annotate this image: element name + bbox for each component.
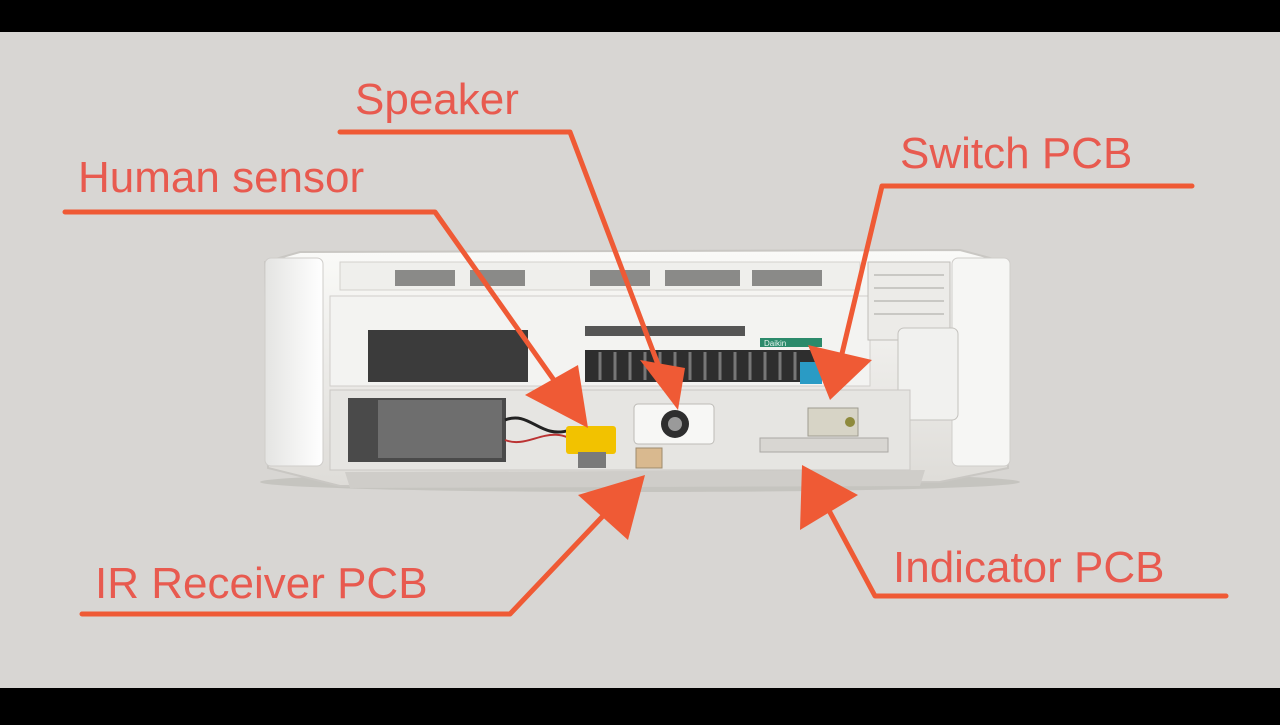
callout-lines xyxy=(62,129,1229,617)
indicator-pcb-label: Indicator PCB xyxy=(893,543,1165,592)
human-sensor-module xyxy=(566,426,616,454)
human-sensor-label: Human sensor xyxy=(78,153,365,202)
indicator-pcb-module xyxy=(759,437,889,453)
human-sensor-arrowhead xyxy=(525,365,588,428)
ir-receiver-leader xyxy=(79,495,623,617)
unit-badge: Daikin xyxy=(764,339,786,348)
ir-receiver-pcb-label: IR Receiver PCB xyxy=(95,559,428,608)
vent-slots xyxy=(585,326,815,382)
human-sensor-leader xyxy=(62,209,571,403)
speaker-arrowhead xyxy=(640,360,685,410)
switch-pcb-label: Switch PCB xyxy=(900,129,1133,178)
ir-receiver-module xyxy=(635,447,663,469)
speaker-label: Speaker xyxy=(355,75,519,124)
indicator-pcb-arrowhead xyxy=(800,465,858,530)
switch-pcb-arrowhead xyxy=(808,345,872,400)
callout-arrowheads xyxy=(525,345,872,540)
blue-connector xyxy=(800,362,822,384)
indicator-pcb-leader xyxy=(815,487,1229,599)
speaker-leader xyxy=(337,129,665,378)
right-end-cap xyxy=(951,257,1011,467)
switch-pcb-leader xyxy=(837,183,1195,365)
left-end-cap xyxy=(264,257,324,467)
blower-opening xyxy=(368,330,528,382)
air-conditioner-unit: Daikin xyxy=(260,248,1020,492)
ir-receiver-arrowhead xyxy=(578,475,645,540)
